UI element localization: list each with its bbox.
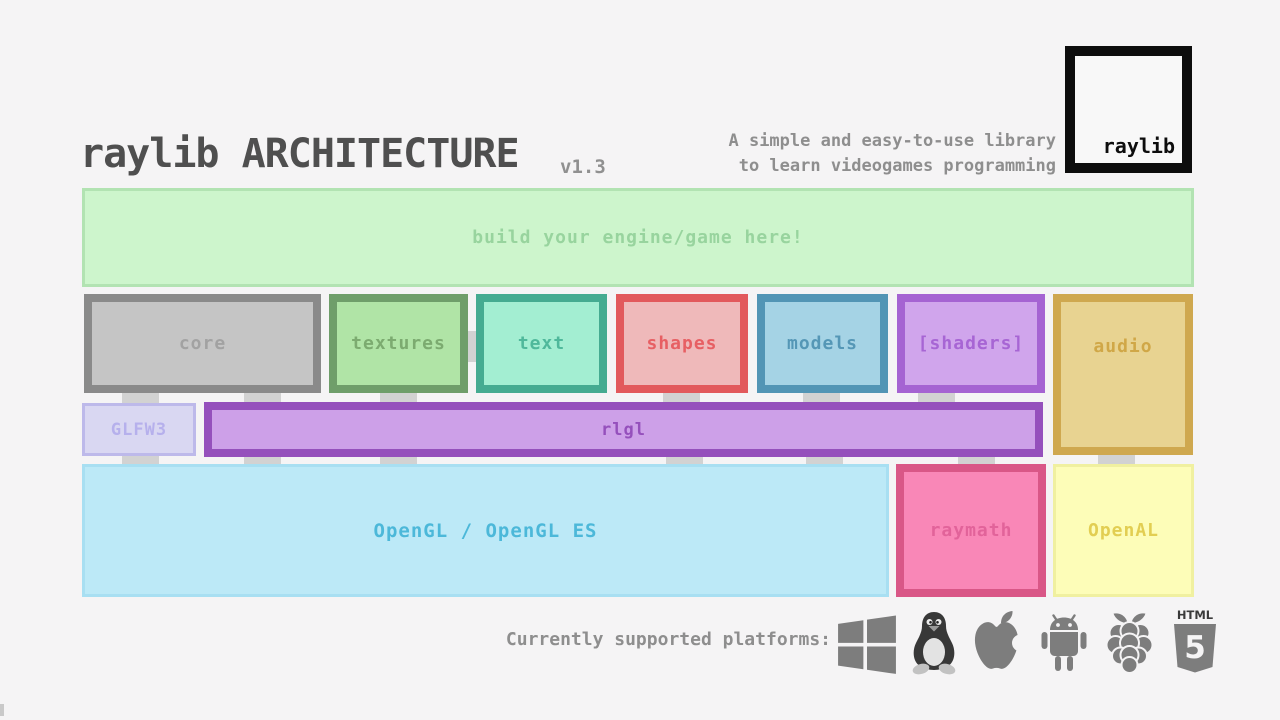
box-text: text (476, 294, 607, 393)
box-raymath-label: raymath (929, 520, 1013, 541)
html5-icon: HTML 5 (1170, 609, 1220, 676)
box-text-label: text (517, 333, 566, 354)
box-core-label: core (178, 333, 227, 354)
tagline-line-2: to learn videogames programming (738, 156, 1056, 176)
box-shapes-label: shapes (646, 333, 718, 354)
android-icon (1039, 614, 1089, 676)
connector-textures-text (466, 331, 478, 362)
html5-icon-number: 5 (1184, 630, 1206, 666)
box-models-label: models (786, 333, 859, 354)
windows-icon (836, 614, 898, 676)
box-shaders: [shaders] (897, 294, 1045, 393)
tagline: A simple and easy-to-use library to lear… (620, 129, 1056, 179)
box-textures-label: textures (351, 333, 446, 354)
box-models: models (757, 294, 888, 393)
box-opengl-label: OpenGL / OpenGL ES (373, 519, 598, 542)
box-glfw3-label: GLFW3 (110, 419, 168, 440)
box-openal: OpenAL (1053, 464, 1194, 597)
box-opengl: OpenGL / OpenGL ES (82, 464, 889, 597)
linux-icon (911, 610, 957, 676)
platform-icons: HTML 5 (836, 603, 1220, 676)
box-build-your-game: build your engine/game here! (82, 188, 1194, 287)
version-label: v1.3 (560, 156, 606, 178)
box-rlgl-label: rlgl (601, 419, 646, 440)
edge-artifact (0, 704, 4, 716)
box-raymath: raymath (896, 464, 1046, 597)
box-audio-label: audio (1093, 336, 1153, 357)
box-audio: audio (1053, 294, 1193, 455)
box-build-your-game-label: build your engine/game here! (472, 227, 804, 248)
box-shaders-label: [shaders] (917, 333, 1025, 354)
box-glfw3: GLFW3 (82, 403, 196, 456)
raylib-logo-label: raylib (1102, 134, 1175, 158)
box-core: core (84, 294, 321, 393)
platforms-label: Currently supported platforms: (505, 629, 831, 650)
page-title: raylib ARCHITECTURE (80, 131, 520, 177)
box-rlgl: rlgl (204, 402, 1043, 457)
box-openal-label: OpenAL (1087, 520, 1160, 541)
box-shapes: shapes (616, 294, 748, 393)
tagline-line-1: A simple and easy-to-use library (728, 131, 1056, 151)
box-textures: textures (329, 294, 468, 393)
apple-icon (970, 610, 1026, 676)
raylib-logo: raylib (1065, 46, 1192, 173)
html5-icon-top-label: HTML (1177, 609, 1214, 622)
connector-audio-openal (1098, 452, 1135, 466)
raspberry-pi-icon (1102, 610, 1157, 676)
